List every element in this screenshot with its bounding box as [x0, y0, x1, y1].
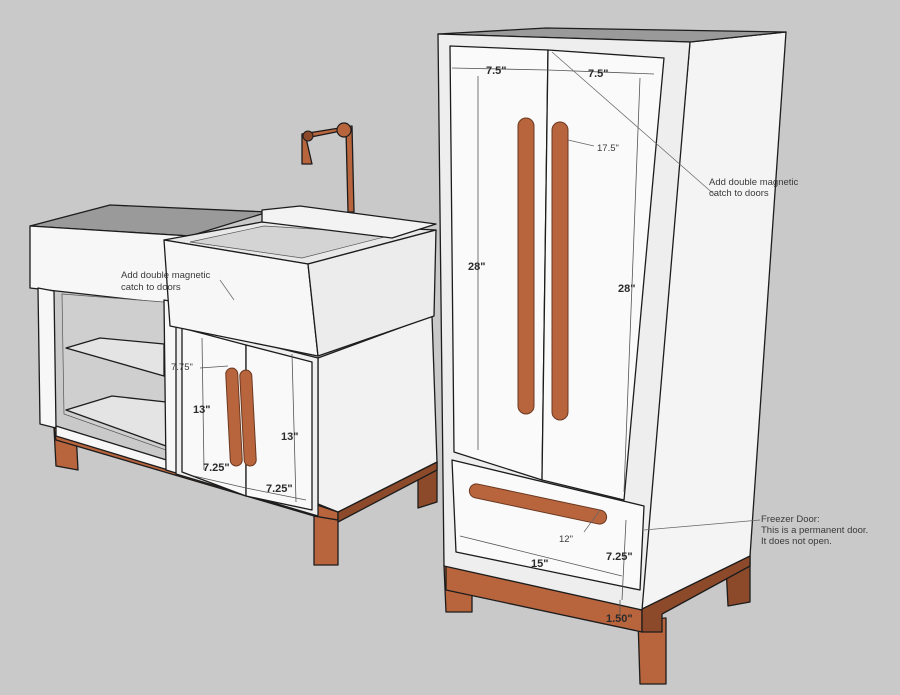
- freezer-note-line3: It does not open.: [761, 536, 832, 547]
- fridge-door-right[interactable]: [541, 49, 665, 501]
- dim-fridge-door-height-left: 28": [468, 261, 485, 273]
- faucet-knob[interactable]: [336, 122, 352, 138]
- door-handle-left[interactable]: [225, 367, 243, 467]
- freezer-note-line2: This is a permanent door.: [761, 525, 868, 536]
- fridge-handle-right[interactable]: [551, 121, 569, 421]
- dim-freezer-width: 15": [531, 558, 548, 570]
- sink-cabinet: Add double magnetic catch to doors 7.75"…: [29, 122, 438, 566]
- sink-back-ledge: [261, 205, 437, 239]
- frame-left-post: [37, 287, 57, 429]
- sink-note-leader: [219, 279, 235, 301]
- sink-side: [307, 229, 437, 357]
- fridge-note-line1: Add double magnetic: [709, 177, 799, 188]
- dim-fridge-door-width-right: 7.5": [588, 68, 609, 80]
- freezer-handle[interactable]: [468, 483, 608, 526]
- dim-handle-height: 7.75": [171, 362, 193, 373]
- dim-freezer-height: 7.25": [606, 551, 633, 563]
- fridge-note-line2: catch to doors: [709, 188, 769, 199]
- dim-fridge-door-width-left: 7.5": [486, 65, 507, 77]
- leg-front-right: [313, 515, 339, 566]
- freezer-note-line1: Freezer Door:: [761, 514, 820, 525]
- dim-door-height-left: 13": [193, 404, 210, 416]
- fridge-handle-left[interactable]: [517, 117, 535, 415]
- dim-fridge-door-height-right: 28": [618, 283, 635, 295]
- dim-handle-length: 17.5": [597, 143, 619, 154]
- dim-door-width-left: 7.25": [203, 462, 230, 474]
- fridge: 7.5" 7.5" 17.5" 28" 28" 12" 15" 7.25" 1.…: [437, 27, 868, 685]
- sink-note-line2: catch to doors: [121, 282, 181, 293]
- sink-note-line1: Add double magnetic: [121, 270, 211, 281]
- dim-base-height: 1.50": [606, 613, 633, 625]
- dim-door-height-right: 13": [281, 431, 298, 443]
- door-handle-right[interactable]: [239, 369, 257, 467]
- faucet-end: [302, 130, 314, 142]
- dim-freezer-handle: 12": [559, 534, 573, 545]
- dim-door-width-right: 7.25": [266, 483, 293, 495]
